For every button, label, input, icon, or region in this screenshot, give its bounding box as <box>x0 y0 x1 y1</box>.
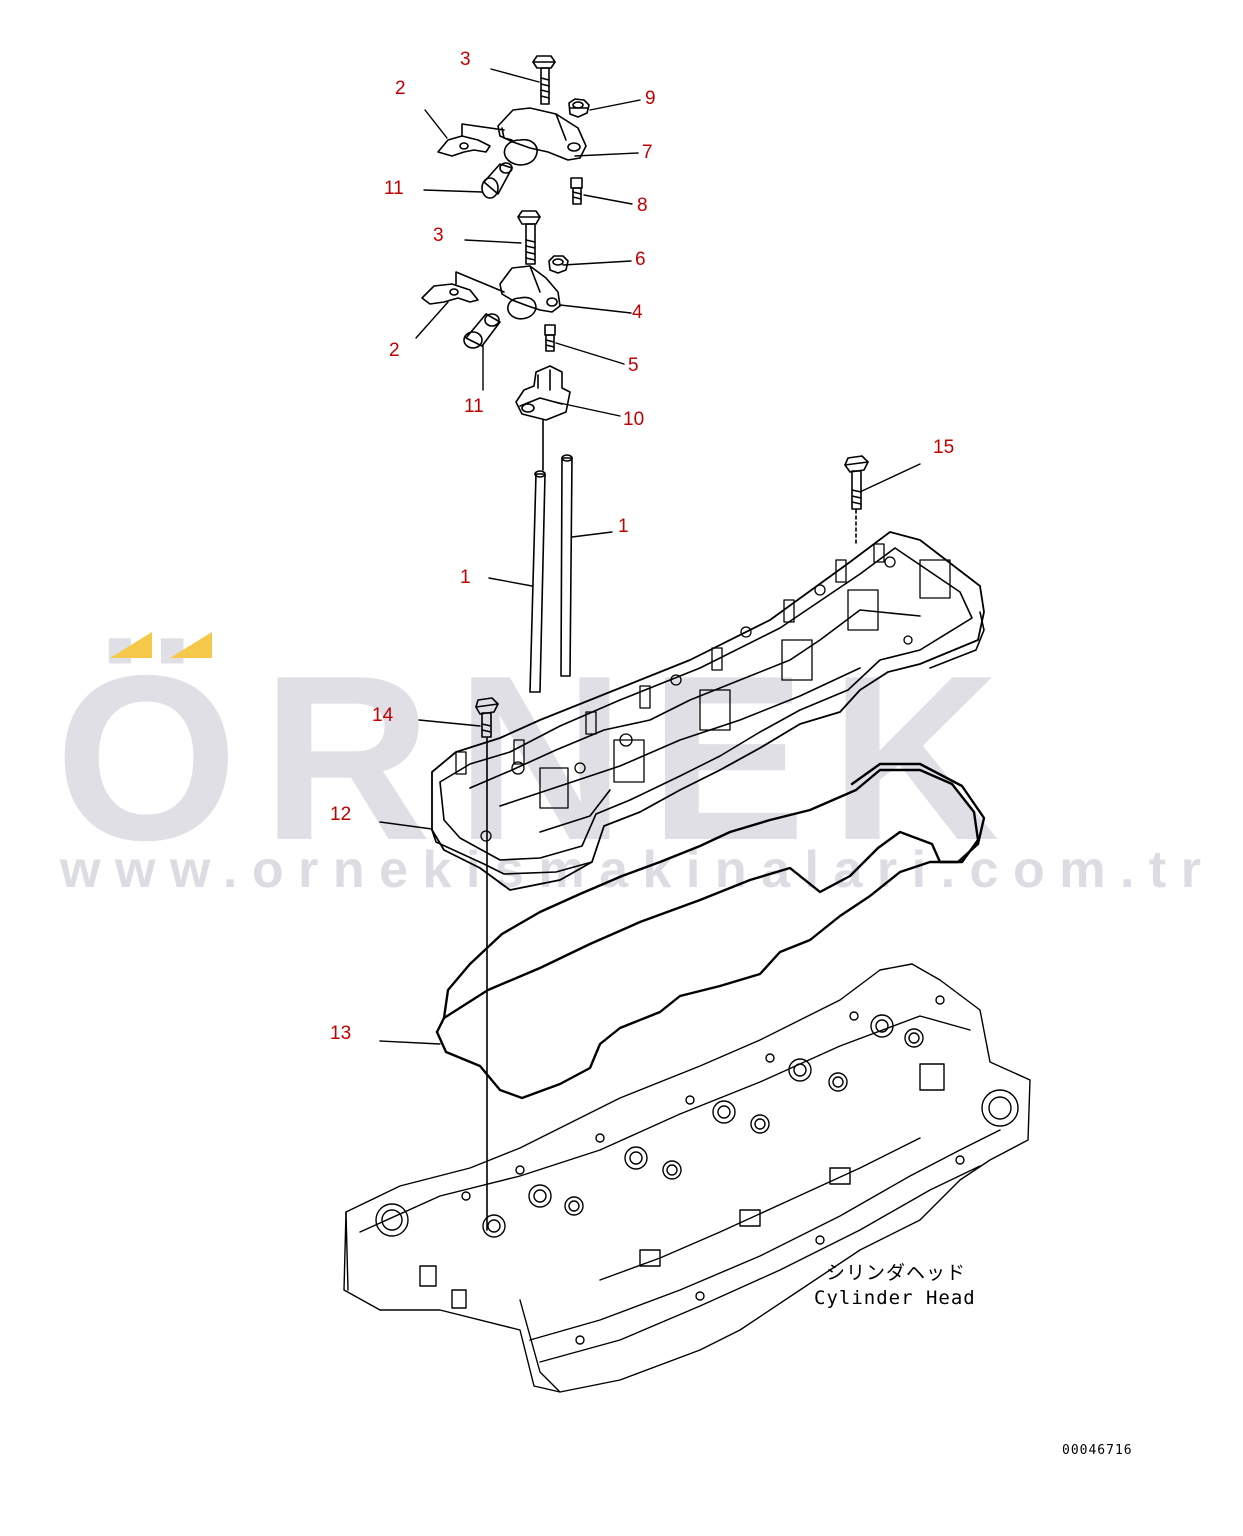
nut-9 <box>568 98 590 118</box>
callout-12[interactable]: 12 <box>330 804 352 825</box>
caption-english: Cylinder Head <box>814 1287 976 1309</box>
callout-4[interactable]: 4 <box>632 302 643 323</box>
callout-9[interactable]: 9 <box>645 88 656 109</box>
bridge-2-upper <box>437 123 505 157</box>
push-rods-1 <box>529 454 573 693</box>
watermark-url: www.ornekismakinalari.com.tr <box>60 841 1216 899</box>
callout-6[interactable]: 6 <box>635 249 646 270</box>
document-id: 00046716 <box>1062 1443 1133 1458</box>
callout-11-upper[interactable]: 11 <box>384 178 404 199</box>
bolt-15 <box>844 455 869 546</box>
callout-2-lower[interactable]: 2 <box>389 340 400 361</box>
bolt-14 <box>475 697 499 1231</box>
caption-japanese: シリンダヘッド <box>826 1262 967 1284</box>
callout-10[interactable]: 10 <box>623 409 645 430</box>
callout-11-lower[interactable]: 11 <box>464 396 484 417</box>
bolt-3-lower <box>517 210 541 265</box>
gasket-13 <box>435 762 986 1100</box>
callout-1-left[interactable]: 1 <box>460 567 471 588</box>
callout-2-upper[interactable]: 2 <box>395 78 406 99</box>
callout-1-right[interactable]: 1 <box>618 516 629 537</box>
callout-13[interactable]: 13 <box>330 1023 352 1044</box>
callout-3-upper[interactable]: 3 <box>460 49 471 70</box>
roller-11-lower <box>463 313 501 349</box>
rocker-housing-12 <box>431 531 985 891</box>
roller-11-upper <box>481 162 513 199</box>
callout-3-lower[interactable]: 3 <box>433 225 444 246</box>
nut-6 <box>548 255 569 274</box>
leader-lines <box>379 68 921 1045</box>
adjuster-screw-8 <box>570 177 583 205</box>
callout-8[interactable]: 8 <box>637 195 648 216</box>
cylinder-head <box>343 963 1031 1393</box>
callout-7[interactable]: 7 <box>642 142 653 163</box>
callout-15[interactable]: 15 <box>933 437 955 458</box>
callout-5[interactable]: 5 <box>628 355 639 376</box>
bolt-3-upper <box>532 55 556 105</box>
watermark-brand: ÖRNEK <box>55 626 1024 889</box>
adjuster-screw-5 <box>544 324 556 352</box>
callout-14[interactable]: 14 <box>372 705 394 726</box>
rocker-arm-upper <box>497 107 587 166</box>
rocker-arm-lower <box>499 265 561 320</box>
bridge-2-lower <box>421 271 505 305</box>
rocker-support-10 <box>515 365 571 471</box>
